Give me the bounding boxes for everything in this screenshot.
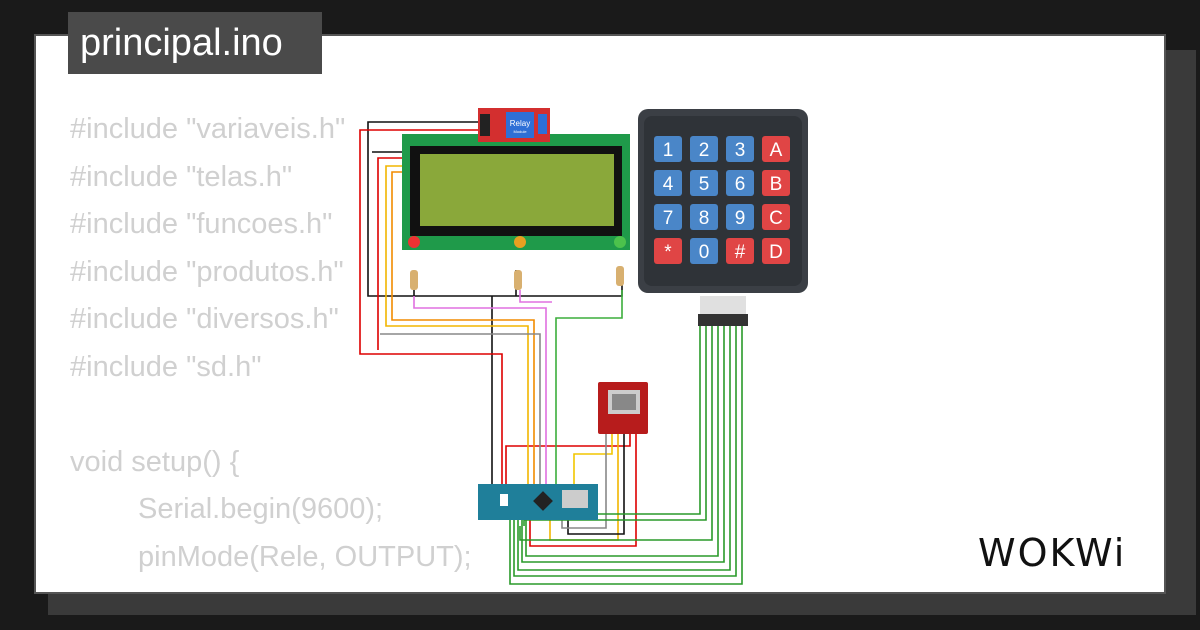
leds [408,236,626,290]
keypad-key-label: 6 [735,174,746,195]
keypad-key[interactable] [690,204,718,230]
code-line: #include "telas.h" [70,160,293,193]
relay-module: Relay Module [478,108,550,142]
keypad-key[interactable] [654,170,682,196]
keypad-4x4: 1 2 3 A 4 5 6 B 7 8 9 C * 0 # D [638,109,808,326]
keypad-key-label: A [770,140,783,161]
code-line: Serial.begin(9600); [138,493,384,525]
keypad-key-label: B [770,174,783,195]
resistor [616,266,624,286]
code-line: #include "sd.h" [70,350,262,383]
keypad-key[interactable] [654,204,682,230]
keypad-key-label: D [769,242,783,263]
relay-sublabel: Module [513,129,527,134]
keypad-key-label: 3 [735,140,746,161]
project-preview-card[interactable]: #include "variaveis.h" #include "telas.h"… [34,34,1166,594]
code-line: pinMode(Rele, OUTPUT); [138,540,472,573]
code-line: #include "produtos.h" [70,255,344,288]
wires [359,121,743,585]
keypad-key[interactable] [726,204,754,230]
led-red [408,236,420,248]
code-preview: #include "variaveis.h" #include "telas.h"… [70,106,589,592]
keypad-key[interactable] [726,170,754,196]
led-yellow [514,236,526,248]
wokwi-logo[interactable]: WOKWi [978,526,1150,580]
code-line: #include "variaveis.h" [70,113,346,145]
keypad-key[interactable] [690,238,718,264]
keypad-key-label: 2 [699,140,710,161]
keypad-key-label: * [664,242,672,263]
sd-card-module [598,382,648,434]
keypad-key[interactable] [726,238,754,264]
keypad-key-label: 7 [663,208,674,229]
logo-text: WOKWi [978,531,1126,575]
keypad-key[interactable] [654,136,682,162]
keypad-key-label: 9 [735,208,746,229]
keypad-key-label: 5 [699,174,710,195]
keypad-key-label: 8 [699,208,710,229]
code-line: pinMode(LED_amarelo, OUTPUT); [70,581,589,592]
keypad-key-label: 4 [663,174,674,195]
keypad-key[interactable] [690,136,718,162]
led-green [614,236,626,248]
lcd-display [402,134,630,250]
relay-label: Relay [510,119,530,128]
resistor [514,270,522,290]
arduino-nano [478,484,598,520]
code-line: void setup() { [70,445,240,478]
keypad-key-label: 1 [663,140,674,161]
keypad-key-label: # [735,242,746,263]
keypad-key-label: C [769,208,783,229]
keypad-key[interactable] [762,136,790,162]
keypad-key[interactable] [726,136,754,162]
code-line: #include "funcoes.h" [70,208,333,240]
keypad-key[interactable] [690,170,718,196]
keypad-key-label: 0 [699,242,710,263]
file-name-tab[interactable]: principal.ino [68,12,322,74]
keypad-key[interactable] [654,238,682,264]
code-line: #include "diversos.h" [70,303,339,335]
keypad-key[interactable] [762,204,790,230]
keypad-key[interactable] [762,170,790,196]
keypad-key[interactable] [762,238,790,264]
resistor [410,270,418,290]
